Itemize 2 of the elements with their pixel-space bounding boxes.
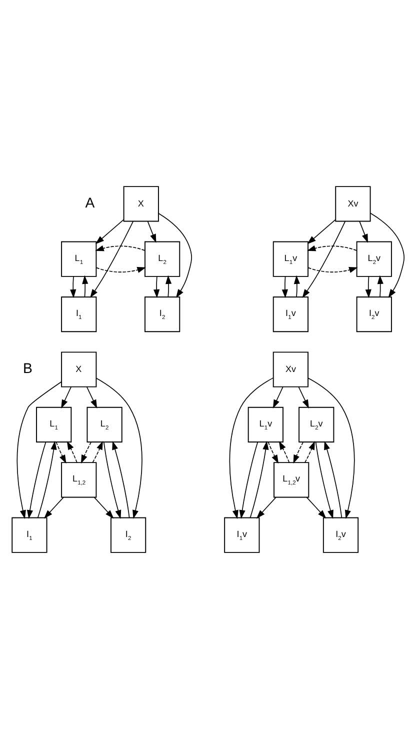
label: B <box>23 360 32 376</box>
label: A <box>85 194 95 210</box>
